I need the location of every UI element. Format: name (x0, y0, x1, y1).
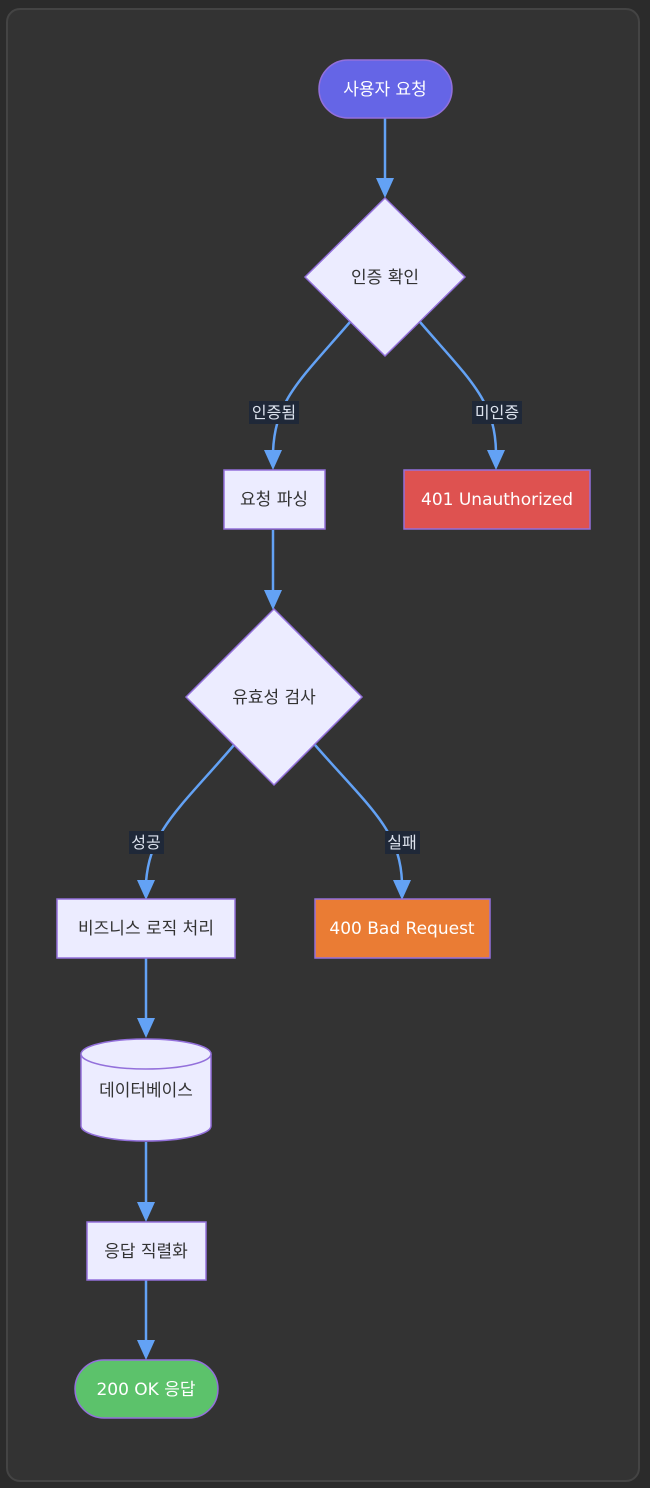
node-start[interactable]: 사용자 요청 (318, 59, 453, 119)
edge-validate-business (144, 744, 235, 883)
node-auth-check[interactable]: 인증 확인 (303, 196, 467, 358)
svg-text:401 Unauthorized: 401 Unauthorized (421, 490, 573, 510)
arrowhead (137, 1340, 155, 1360)
node-unauthorized[interactable]: 401 Unauthorized (403, 469, 591, 530)
svg-text:400 Bad Request: 400 Bad Request (329, 919, 475, 939)
arrowhead (264, 450, 282, 470)
arrowhead (376, 178, 394, 198)
node-ok[interactable]: 200 OK 응답 (74, 1359, 219, 1419)
node-bad-request[interactable]: 400 Bad Request (314, 898, 491, 959)
svg-text:비즈니스 로직 처리: 비즈니스 로직 처리 (78, 919, 214, 939)
arrowhead (487, 450, 505, 470)
arrowhead (137, 1018, 155, 1038)
svg-text:인증 확인: 인증 확인 (351, 268, 419, 288)
svg-text:미인증: 미인증 (475, 403, 519, 422)
svg-text:응답 직렬화: 응답 직렬화 (104, 1242, 188, 1262)
svg-text:유효성 검사: 유효성 검사 (232, 688, 316, 708)
edge-label-failure: 실패 (385, 831, 420, 854)
svg-text:실패: 실패 (387, 833, 416, 852)
node-serialize[interactable]: 응답 직렬화 (86, 1221, 207, 1281)
svg-text:성공: 성공 (131, 833, 160, 852)
edges (137, 118, 505, 1360)
node-validate[interactable]: 유효성 검사 (184, 607, 364, 787)
svg-text:데이터베이스: 데이터베이스 (99, 1081, 193, 1101)
node-business[interactable]: 비즈니스 로직 처리 (56, 898, 236, 959)
svg-text:사용자 요청: 사용자 요청 (343, 80, 427, 100)
edge-label-unauthenticated: 미인증 (472, 401, 522, 424)
svg-text:인증됨: 인증됨 (252, 403, 296, 422)
arrowhead (137, 1202, 155, 1222)
svg-text:요청 파싱: 요청 파싱 (240, 490, 308, 510)
edge-label-authenticated: 인증됨 (249, 401, 299, 424)
svg-text:200 OK 응답: 200 OK 응답 (96, 1380, 195, 1400)
edge-validate-badrequest (314, 744, 404, 883)
node-parse[interactable]: 요청 파싱 (223, 469, 326, 530)
node-database[interactable]: 데이터베이스 (80, 1038, 212, 1142)
arrowhead (393, 880, 411, 900)
edge-label-success: 성공 (129, 831, 164, 854)
edge-auth-unauthorized (419, 321, 498, 453)
arrowhead (137, 880, 155, 900)
arrowhead (264, 590, 282, 610)
edge-auth-parse (271, 321, 351, 453)
